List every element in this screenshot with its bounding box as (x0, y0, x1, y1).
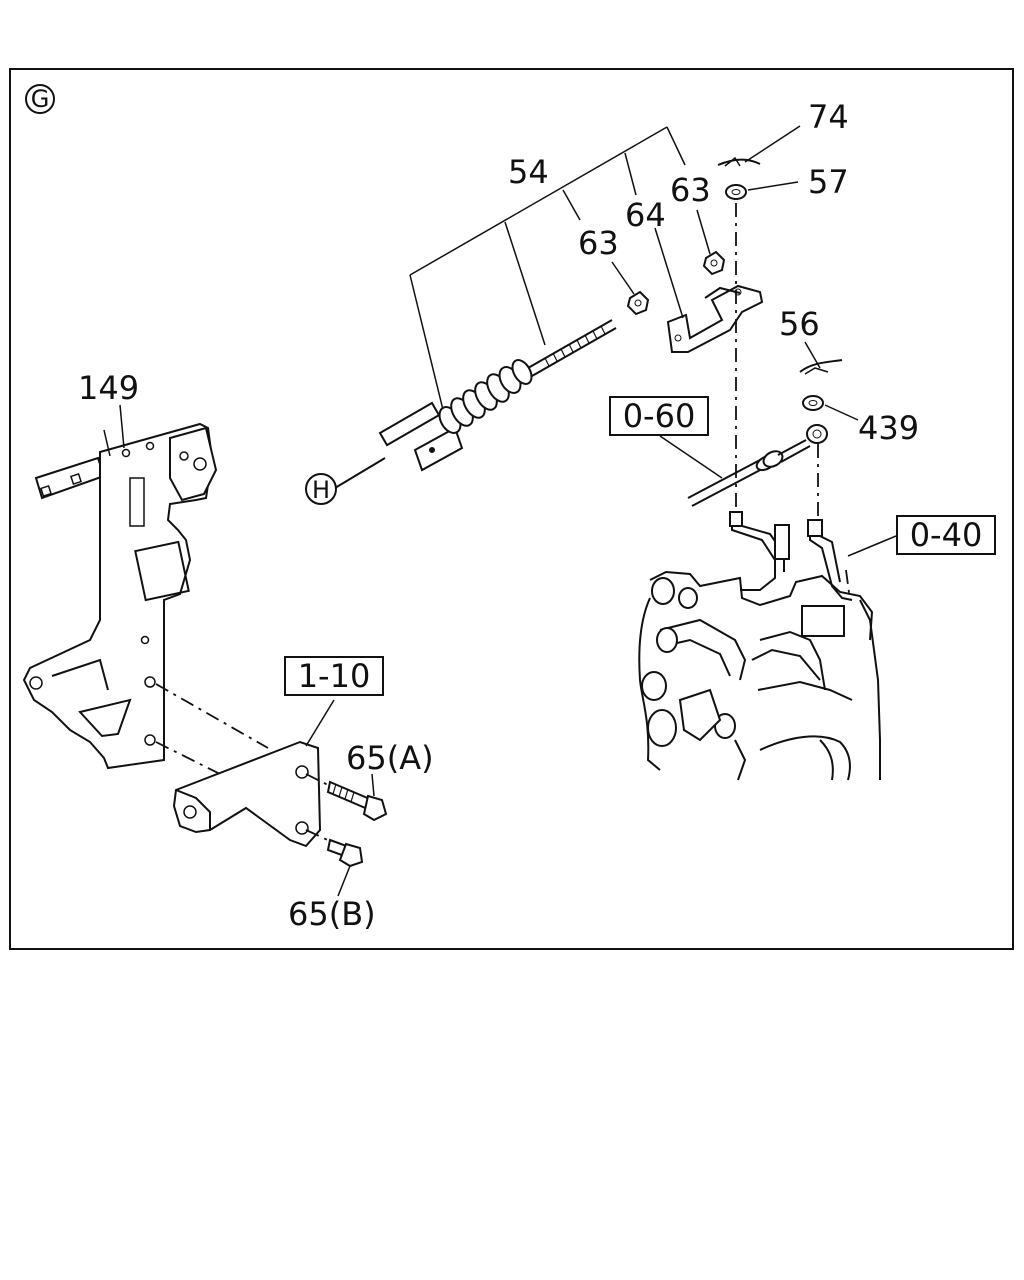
svg-text:H: H (312, 476, 330, 504)
nut-63a (611, 261, 650, 316)
ref-marker-h: H (305, 473, 337, 505)
clip-74 (717, 125, 801, 167)
bolt-65b (305, 829, 364, 897)
svg-text:0-60: 0-60 (623, 397, 696, 435)
svg-text:G: G (31, 85, 50, 113)
washer-439 (802, 395, 859, 421)
label-64: 64 (625, 196, 666, 234)
label-63: 63 (578, 224, 619, 262)
ref-box-1-10: 1-10 (284, 656, 384, 696)
control-rod-0-60 (659, 424, 828, 520)
injection-pump (638, 511, 897, 781)
ref-box-0-40: 0-40 (896, 515, 996, 555)
label-57: 57 (808, 163, 849, 201)
ref-box-0-60: 0-60 (609, 396, 709, 436)
svg-text:0-40: 0-40 (910, 516, 983, 554)
label-65b: 65(B) (288, 895, 376, 933)
section-marker: G (25, 84, 55, 114)
label-63: 63 (670, 171, 711, 209)
clip-56 (799, 341, 843, 375)
label-74: 74 (808, 98, 849, 136)
bracket-64 (654, 227, 764, 353)
bracket-1-10 (172, 699, 335, 848)
svg-text:1-10: 1-10 (298, 657, 371, 695)
nut-63b (696, 209, 726, 276)
throttle-cable (334, 126, 686, 489)
washer-57 (725, 181, 799, 200)
bracket-149 (22, 404, 218, 770)
label-149: 149 (78, 369, 139, 407)
alignment-line (155, 683, 269, 749)
label-54: 54 (508, 153, 549, 191)
bolt-65a (305, 773, 388, 822)
diagram-frame (9, 68, 1014, 950)
label-65a: 65(A) (346, 739, 434, 777)
label-439: 439 (858, 409, 919, 447)
label-56: 56 (779, 305, 820, 343)
